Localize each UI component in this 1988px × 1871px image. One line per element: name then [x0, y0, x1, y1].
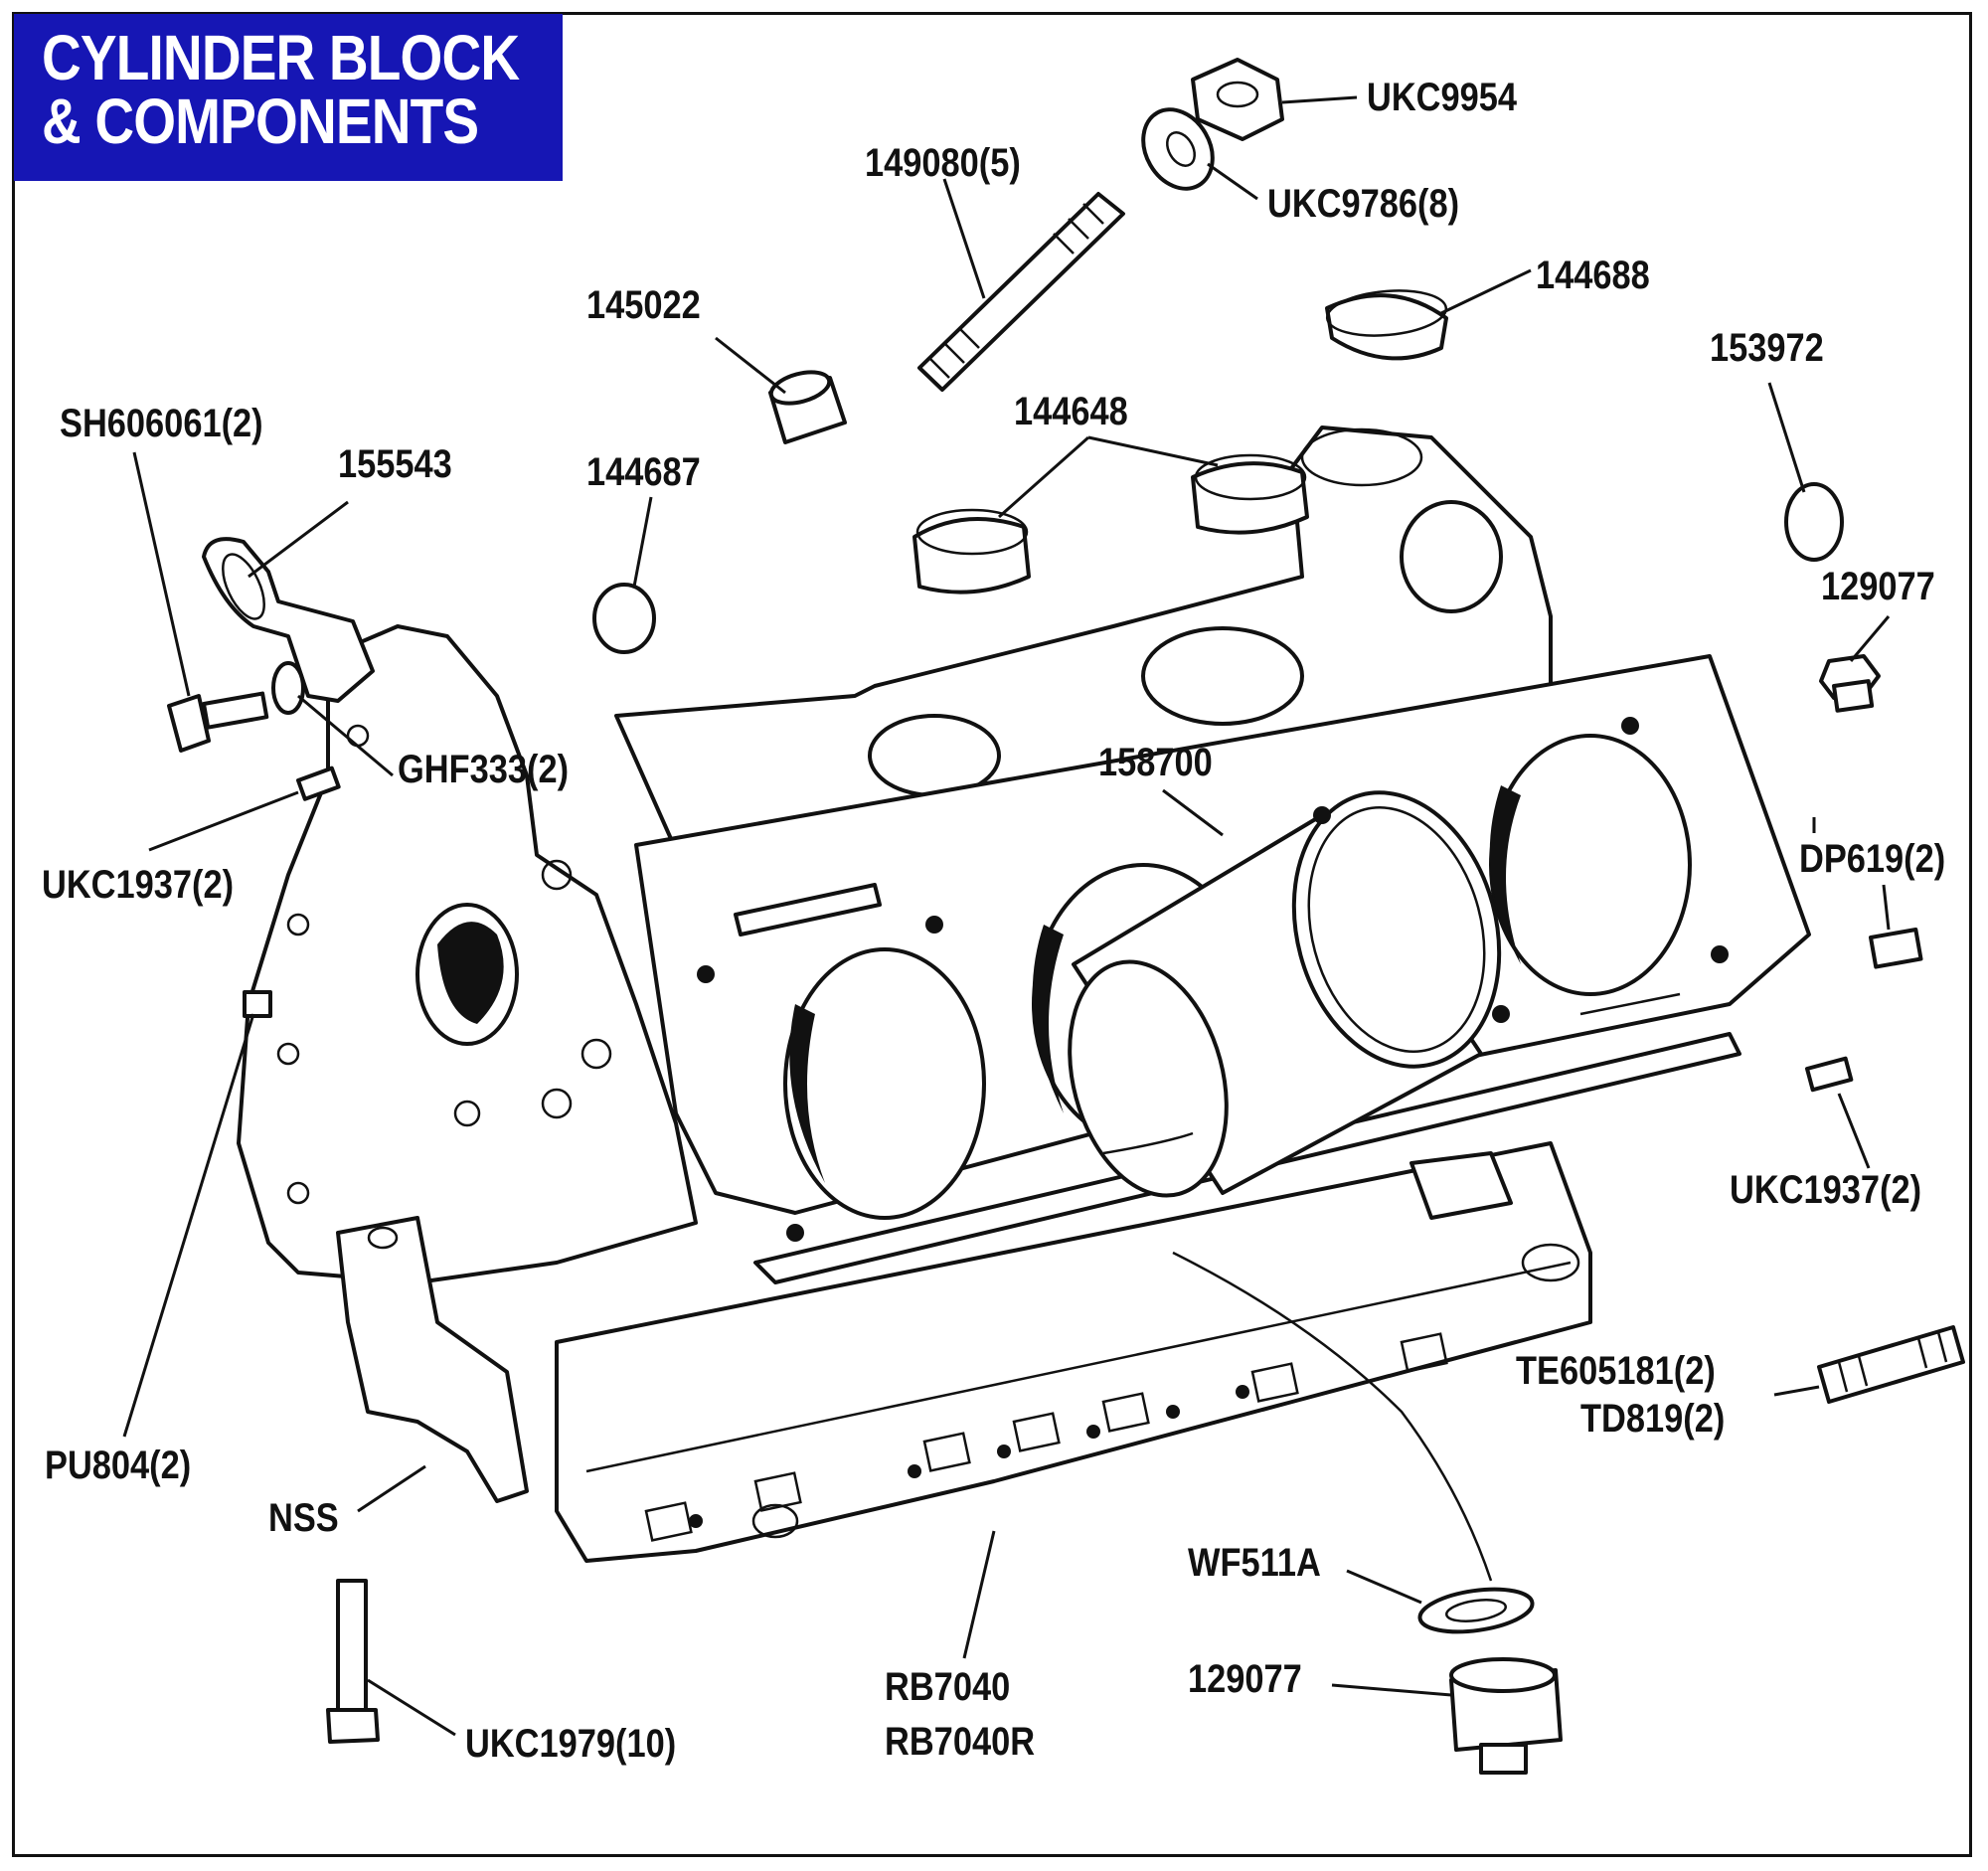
- label-rb7040r: RB7040R: [885, 1720, 1036, 1764]
- label-144648: 144648: [1014, 390, 1128, 433]
- label-ukc1937-right: UKC1937(2): [1730, 1168, 1922, 1212]
- parts-drawings: [167, 58, 1965, 1775]
- title-line-2: & COMPONENTS: [42, 85, 479, 157]
- label-ukc1979: UKC1979(10): [465, 1722, 677, 1766]
- label-rb7040: RB7040: [885, 1665, 1011, 1709]
- label-ukc9786: UKC9786(8): [1267, 182, 1460, 226]
- label-wf511a: WF511A: [1188, 1541, 1321, 1585]
- label-dp619: DP619(2): [1799, 837, 1946, 881]
- label-td819: TD819(2): [1580, 1397, 1726, 1441]
- label-129077-top: 129077: [1821, 565, 1935, 608]
- label-144687: 144687: [586, 450, 701, 494]
- title-line-1: CYLINDER BLOCK: [42, 22, 520, 93]
- label-pu804: PU804(2): [45, 1444, 192, 1487]
- title-banner: CYLINDER BLOCK & COMPONENTS: [14, 14, 563, 181]
- label-145022: 145022: [586, 283, 701, 327]
- label-sh606061: SH606061(2): [60, 402, 263, 445]
- label-158700: 158700: [1098, 741, 1213, 784]
- label-ukc9954: UKC9954: [1367, 76, 1518, 119]
- label-155543: 155543: [338, 442, 452, 486]
- label-te605181: TE605181(2): [1516, 1349, 1716, 1393]
- label-ukc1937-left: UKC1937(2): [42, 863, 235, 907]
- cylinder-block-drawing: [237, 425, 1811, 1563]
- label-129077-bottom: 129077: [1188, 1657, 1302, 1701]
- label-nss: NSS: [268, 1496, 339, 1540]
- label-144688: 144688: [1536, 254, 1650, 297]
- label-153972: 153972: [1710, 326, 1824, 370]
- label-149080: 149080(5): [865, 141, 1021, 185]
- label-ghf333: GHF333(2): [398, 748, 570, 791]
- leader-lines: [122, 95, 1891, 1737]
